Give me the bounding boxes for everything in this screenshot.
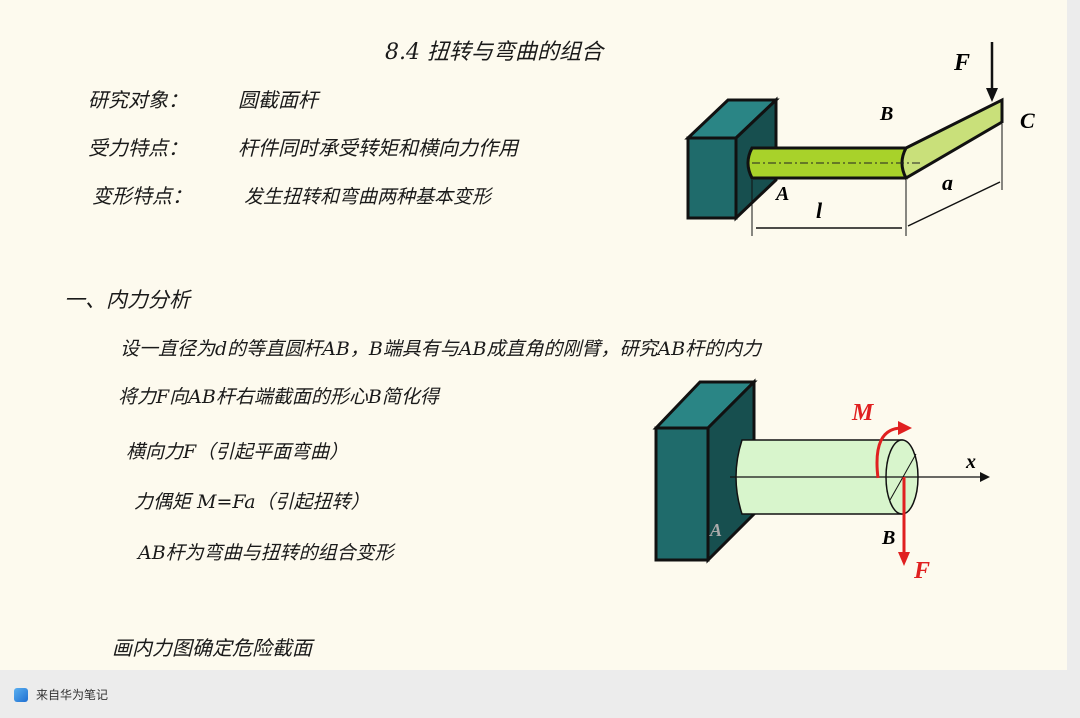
label-b: B: [881, 527, 895, 549]
note-line: 将力F向AB杆右端截面的形心B简化得: [118, 386, 439, 408]
row-label: 变形特点：: [92, 184, 192, 208]
label-a-length: a: [942, 170, 953, 195]
huawei-notes-icon: [14, 687, 28, 702]
label-m: M: [851, 400, 875, 426]
label-x: x: [965, 451, 976, 473]
cantilever-diagram: F B C A l a: [684, 42, 1035, 236]
section-heading: 一、内力分析: [64, 288, 190, 312]
label-a: A: [709, 520, 722, 540]
label-b: B: [879, 103, 893, 125]
note-page: 8.4 扭转与弯曲的组合 研究对象： 圆截面杆 受力特点： 杆件同时承受转矩和横…: [0, 0, 1067, 670]
wall-front: [686, 136, 738, 220]
row-label: 研究对象：: [88, 88, 188, 112]
note-line: 力偶矩 M=Fa（引起扭转）: [134, 491, 370, 513]
footer: 来自华为笔记: [14, 686, 108, 703]
row-label: 受力特点：: [88, 136, 188, 160]
row-value: 圆截面杆: [238, 88, 318, 112]
note-line: AB杆为弯曲与扭转的组合变形: [138, 542, 394, 564]
label-l: l: [816, 198, 823, 223]
arm-bc: [900, 97, 1004, 181]
label-a: A: [774, 183, 789, 205]
row-value: 杆件同时承受转矩和横向力作用: [238, 136, 518, 160]
simplified-bar-diagram: M x A B F: [652, 378, 990, 584]
dim-a: [907, 181, 1001, 227]
moment-arrow: [875, 426, 903, 479]
label-c: C: [1020, 108, 1035, 133]
label-f: F: [913, 558, 930, 584]
note-line: 横向力F（引起平面弯曲）: [126, 441, 349, 463]
page-title: 8.4 扭转与弯曲的组合: [385, 40, 603, 65]
source-label: 来自华为笔记: [36, 688, 109, 702]
note-line: 设一直径为d的等直圆杆AB，B端具有与AB成直角的刚臂，研究AB杆的内力: [120, 338, 762, 360]
note-line: 画内力图确定危险截面: [112, 636, 312, 660]
row-value: 发生扭转和弯曲两种基本变形: [244, 186, 492, 208]
label-f: F: [953, 50, 970, 76]
wall: [654, 426, 710, 562]
